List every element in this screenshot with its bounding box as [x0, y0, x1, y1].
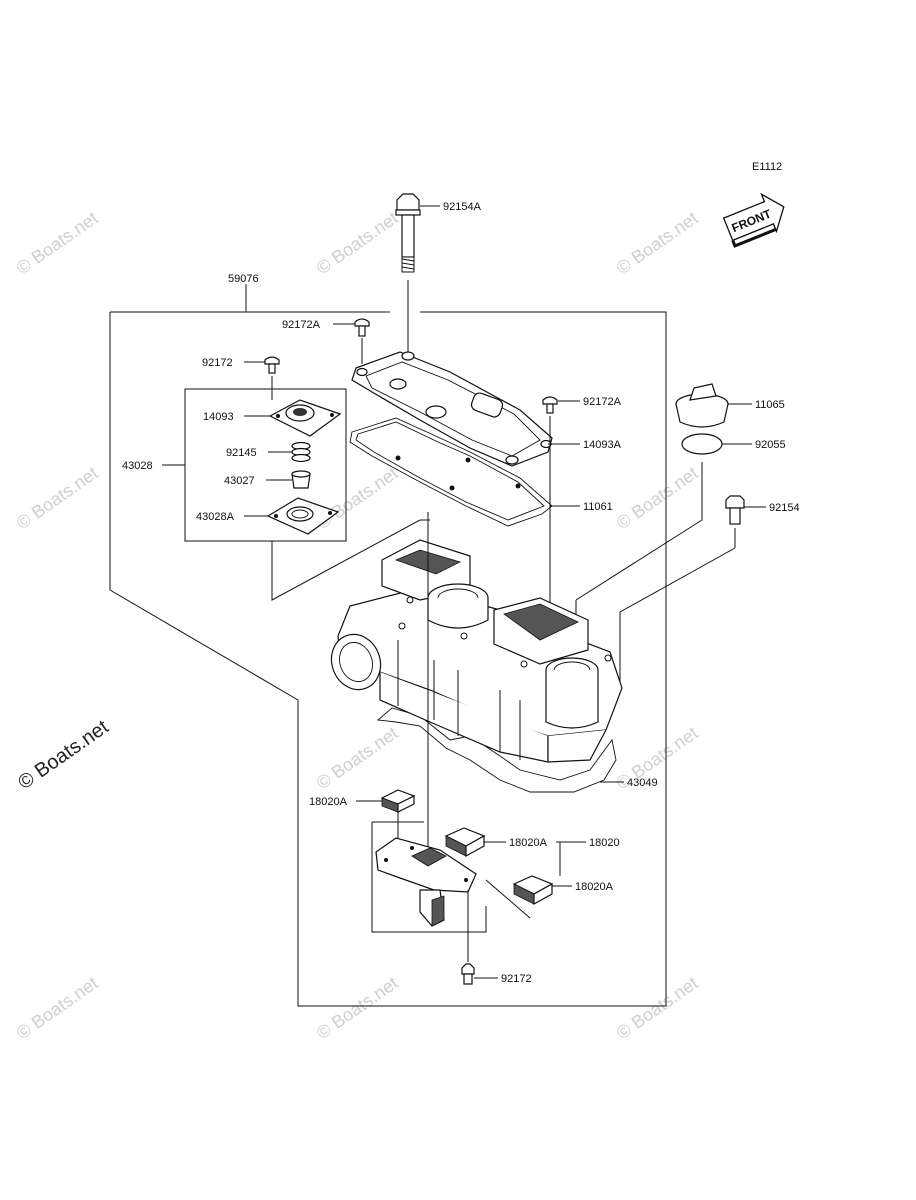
label-11065: 11065 — [755, 399, 785, 411]
label-14093A: 14093A — [583, 439, 622, 451]
label-14093: 14093 — [203, 411, 234, 423]
screw-92172-bottom — [461, 963, 475, 985]
o-ring-92055 — [681, 433, 723, 455]
label-92172A-right: 92172A — [583, 396, 622, 408]
pad-18020A-mid — [444, 827, 486, 858]
breather-plate-43028A — [266, 497, 340, 535]
spring-92145 — [291, 441, 311, 463]
watermark: © Boats.net — [313, 208, 402, 278]
bolt-92154A — [395, 193, 421, 273]
watermark: © Boats.net — [13, 208, 102, 278]
label-59076: 59076 — [228, 273, 259, 285]
label-92172-top: 92172 — [202, 357, 233, 369]
cylinder-head-cover — [330, 539, 623, 793]
diagram-code: E1112 — [752, 161, 782, 173]
oil-filler-cap-11065 — [675, 383, 729, 428]
label-92145: 92145 — [226, 447, 257, 459]
pad-18020A-left — [380, 789, 416, 813]
label-18020: 18020 — [589, 837, 620, 849]
label-43027: 43027 — [224, 475, 255, 487]
pad-18020A-right — [512, 875, 554, 906]
label-92154A: 92154A — [443, 201, 482, 213]
watermark: © Boats.net — [613, 463, 702, 533]
separator-assembly-box — [371, 822, 487, 933]
watermark: © Boats.net — [13, 973, 102, 1043]
label-43028A: 43028A — [196, 511, 235, 523]
label-18020A-mid: 18020A — [509, 837, 548, 849]
label-92172A-top: 92172A — [282, 319, 321, 331]
watermark: © Boats.net — [313, 973, 402, 1043]
oil-separator-plate — [375, 837, 477, 927]
watermark: © Boats.net — [13, 463, 102, 533]
gasket-11061 — [349, 417, 553, 527]
breather-cover-14093 — [268, 399, 342, 437]
label-92154: 92154 — [769, 502, 800, 514]
label-18020A-left: 18020A — [309, 796, 348, 808]
label-92172-bottom: 92172 — [501, 973, 532, 985]
watermark-main: © Boats.net — [14, 716, 113, 794]
screw-92172A-top — [354, 318, 370, 337]
valve-43027 — [291, 470, 311, 489]
label-92055: 92055 — [755, 439, 786, 451]
label-43028: 43028 — [122, 460, 153, 472]
assembly-frame — [109, 311, 667, 1007]
front-arrow-icon: FRONT — [722, 192, 785, 248]
cover-plate-14093A — [351, 351, 553, 467]
label-11061: 11061 — [583, 501, 613, 513]
watermark: © Boats.net — [313, 723, 402, 793]
label-43049: 43049 — [627, 777, 658, 789]
label-18020A-right: 18020A — [575, 881, 614, 893]
watermark: © Boats.net — [613, 973, 702, 1043]
bolt-92154 — [725, 495, 745, 525]
screw-92172A-right — [542, 396, 558, 414]
screw-92172-top — [264, 356, 280, 374]
watermark: © Boats.net — [313, 463, 402, 533]
watermark: © Boats.net — [613, 208, 702, 278]
